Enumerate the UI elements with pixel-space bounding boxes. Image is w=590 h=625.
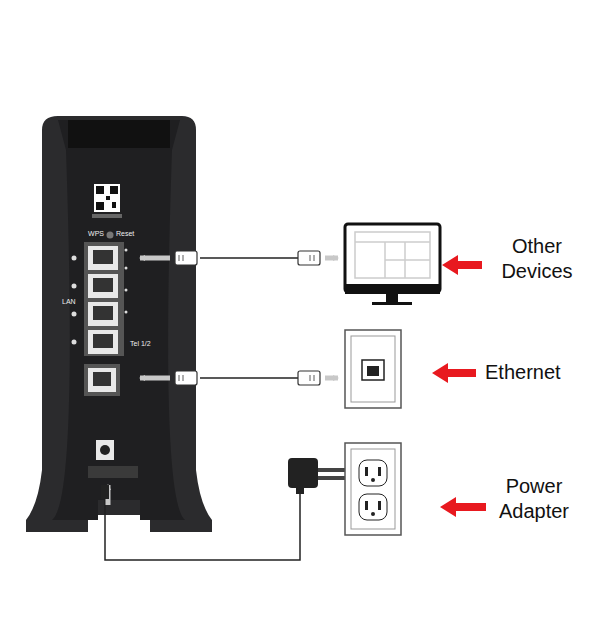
port-label: Tel 1/2 [130,340,160,349]
router [26,116,212,532]
callout-label: Other Devices [492,234,582,284]
callout-label: Ethernet [485,360,585,385]
cables [105,258,300,560]
port-label: WPS [80,230,104,239]
callout-label: Power Adapter [494,474,574,524]
power-adapter [288,458,348,494]
monitor [345,224,440,305]
plugs [175,251,320,385]
port-label: LAN [62,298,84,307]
power-outlet [345,443,401,535]
port-label: Reset [116,230,146,239]
red-arrows [432,255,486,517]
ethernet-wall-jack [345,330,401,408]
insert-arrows [108,258,338,505]
